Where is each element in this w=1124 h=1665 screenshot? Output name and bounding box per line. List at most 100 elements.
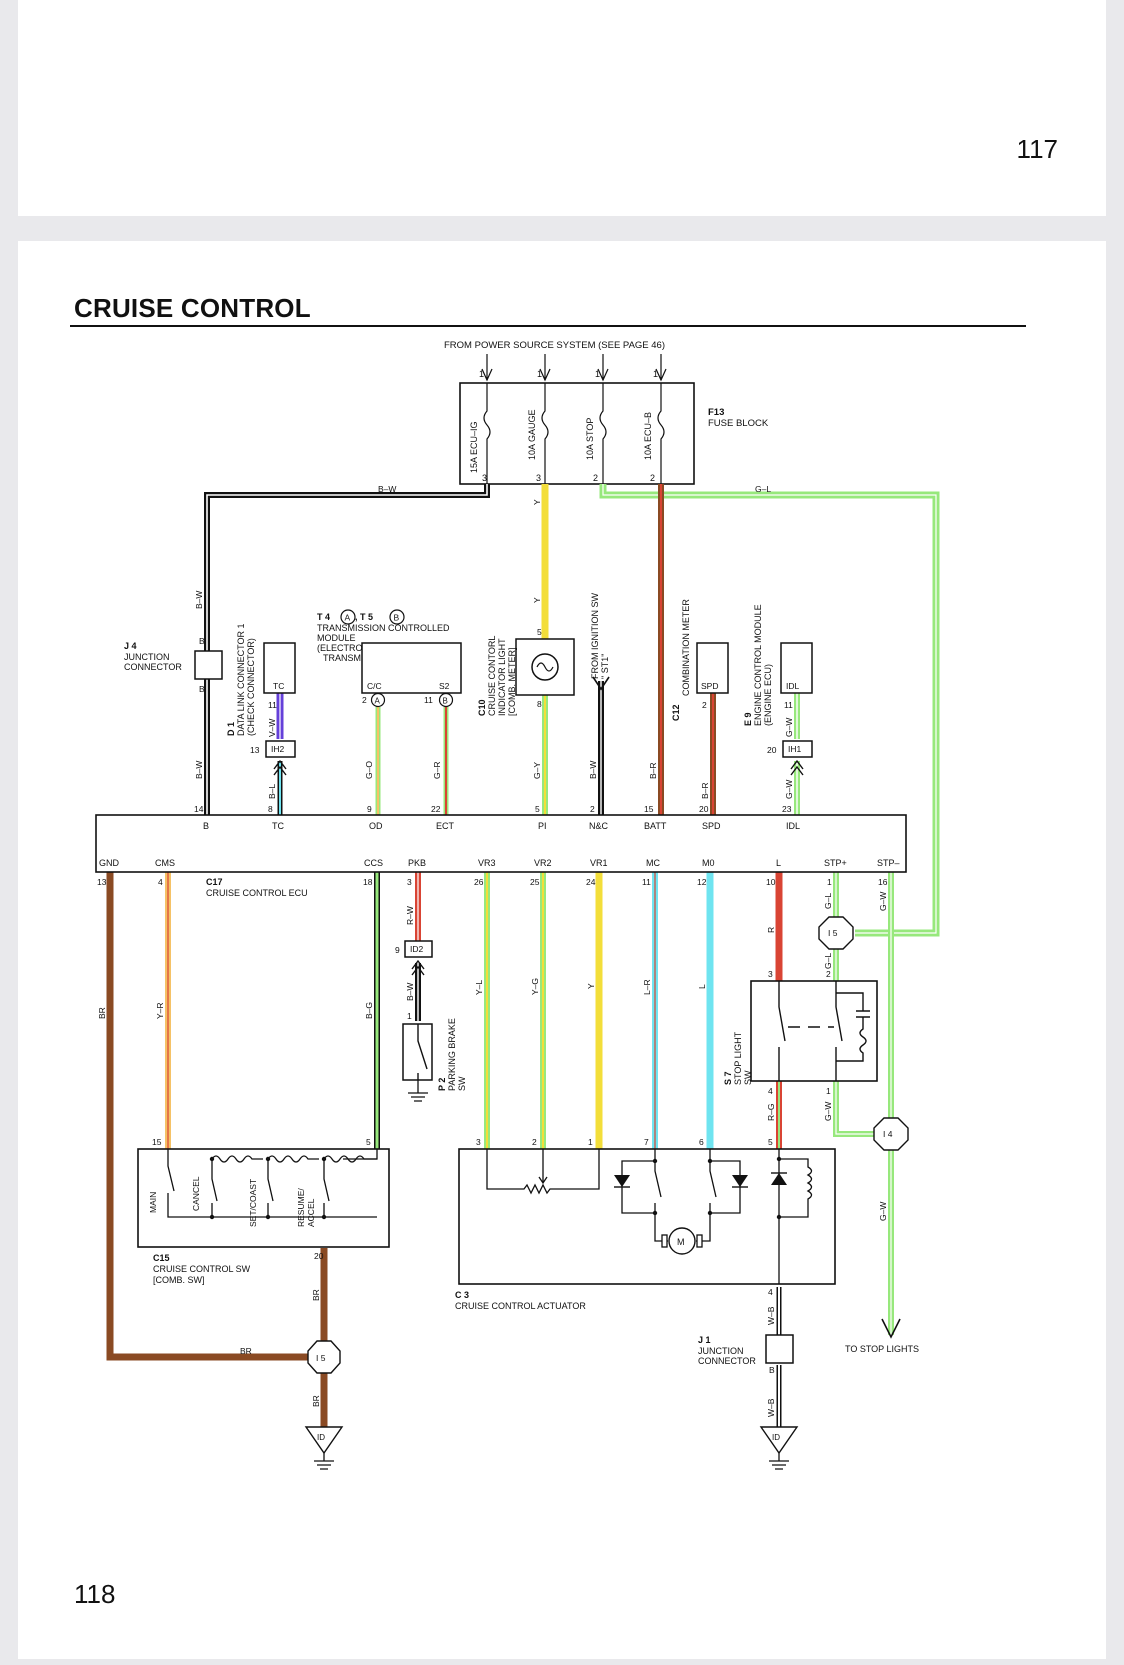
switch-accel-label: ACCEL [306, 1198, 316, 1227]
motor-label: M [677, 1237, 685, 1247]
wire-label: G–L [823, 893, 833, 909]
pin-label: 4 [158, 877, 163, 887]
diode-icon [614, 1175, 630, 1187]
t4-ref: T 4 A , T 5 B [317, 609, 405, 625]
pin-label: 5 [768, 1137, 773, 1147]
pin-label: 16 [878, 877, 888, 887]
t4-ref-text: T 4 [317, 612, 330, 622]
wire-label: L–R [642, 979, 652, 995]
previous-page: 117 [18, 0, 1106, 216]
j1-ref: J 1 [698, 1335, 711, 1345]
junction-dot [707, 1210, 713, 1216]
wire-label: G–Y [532, 762, 542, 779]
pin-label: 5 [535, 804, 540, 814]
wire-label: R [766, 927, 776, 933]
power-source-label: FROM POWER SOURCE SYSTEM (SEE PAGE 46) [444, 340, 665, 351]
pin-label: B [199, 636, 205, 646]
cruise-switch-contacts-icon [167, 1149, 378, 1218]
j1-label: CONNECTOR [698, 1356, 756, 1366]
ground-label: ID [317, 1433, 325, 1442]
ecu-pin-stp-minus: STP– [877, 858, 900, 868]
c10-label: INDICATOR LIGHT [497, 638, 507, 716]
pin-label: B [769, 1365, 775, 1375]
s7-ref: S 7 [723, 1071, 733, 1085]
junction-dot [652, 1210, 658, 1216]
diode-icon [771, 1173, 787, 1185]
badge-b-text: B [443, 697, 448, 706]
badge-b-icon [389, 609, 405, 625]
pin-label: 2 [826, 969, 831, 979]
p2-label: PARKING BRAKE [447, 1018, 457, 1091]
badge-b-icon [438, 692, 454, 708]
wiring-diagram: FROM POWER SOURCE SYSTEM (SEE PAGE 46) 1… [95, 340, 940, 1470]
pin-label: 22 [431, 804, 441, 814]
fuse-label: 15A ECU–IG [469, 421, 479, 473]
wire-label: G–W [878, 1202, 888, 1221]
ecu-pin-tc: TC [272, 821, 284, 831]
wire-label: B–W [378, 484, 396, 494]
i5-label: I 5 [316, 1353, 326, 1363]
wire-label: G–O [364, 761, 374, 779]
i5-junction-top [818, 916, 854, 950]
pin-label: 2 [590, 804, 595, 814]
junction-dot [776, 1156, 782, 1162]
fuse-label: 10A GAUGE [527, 409, 537, 460]
i4-junction [873, 1117, 909, 1151]
switch-main-label: MAIN [148, 1192, 158, 1213]
switch-icon [417, 1024, 428, 1080]
cruise-control-ecu [95, 814, 907, 873]
t5-ref-text: , T 5 [355, 612, 373, 622]
fuse-block-ref: F13 [708, 407, 724, 418]
pin-label: 1 [827, 877, 832, 887]
pin-label: 3 [482, 473, 487, 483]
page-number: 118 [74, 1579, 116, 1609]
ecu-pin-b: B [203, 821, 209, 831]
pin-label: 11 [642, 877, 651, 887]
wire-label: BR [311, 1395, 321, 1407]
wire-label: B–W [194, 591, 204, 609]
pin-label: 20 [314, 1251, 324, 1261]
pin-label: 4 [768, 1086, 773, 1096]
pin-label: 1 [479, 369, 484, 379]
ecu-pin-stp-plus: STP+ [824, 858, 847, 868]
ecu-pin-ect: ECT [436, 821, 455, 831]
ecu-pin-pi: PI [538, 821, 547, 831]
pin-label: 13 [250, 745, 260, 755]
id2-junction [404, 940, 433, 958]
previous-page-number: 117 [1016, 134, 1058, 164]
ecu-pin-batt: BATT [644, 821, 667, 831]
pin-label: 20 [767, 745, 777, 755]
fuse-block-box [459, 382, 695, 485]
j1-connector [765, 1334, 794, 1364]
ecu-pin-spd: SPD [702, 821, 721, 831]
junction-dot [776, 1214, 782, 1220]
wire-label: Y [532, 499, 542, 505]
c12-ref: C12 [671, 704, 681, 721]
pin-label: 7 [644, 1137, 649, 1147]
ground-label: ID [772, 1433, 780, 1442]
pin-label: 26 [474, 877, 484, 887]
ground-right: ID [759, 1426, 799, 1470]
pin-label: 3 [536, 473, 541, 483]
wire-label: Y–G [530, 978, 540, 995]
wire-label: G–L [755, 484, 771, 494]
pin-label: 4 [768, 1287, 773, 1297]
wire-label: Y [586, 983, 596, 989]
wire-stp-out [833, 1081, 879, 1137]
ecu-pin-vr3: VR3 [478, 858, 496, 868]
wire-label: Y [532, 597, 542, 603]
s7-label: SW [743, 1070, 753, 1085]
pin-label: SPD [701, 681, 718, 691]
pin-label: 11 [424, 695, 433, 705]
pin-label: 1 [537, 369, 542, 379]
pin-label: 23 [782, 804, 792, 814]
ground-icon [769, 1453, 789, 1470]
wire-br-gnd [106, 872, 316, 1361]
pin-label: 6 [699, 1137, 704, 1147]
ground-point-icon [304, 1426, 344, 1455]
wire-label: BR [311, 1289, 321, 1301]
ecu-pin-cms: CMS [155, 858, 175, 868]
c3-label: CRUISE CONTROL ACTUATOR [455, 1301, 586, 1311]
s7-label: STOP LIGHT [733, 1031, 743, 1085]
pin-label: 10 [766, 877, 776, 887]
